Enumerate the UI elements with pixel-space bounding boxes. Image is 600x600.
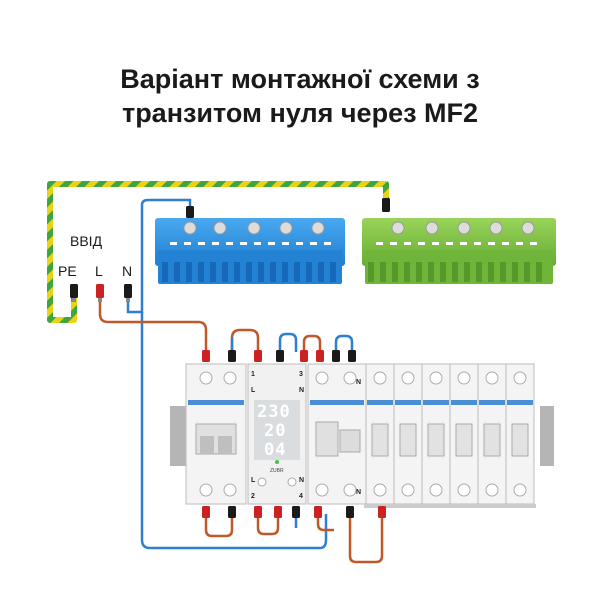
plug-top-main-n[interactable] bbox=[228, 350, 236, 362]
plug-top-relay-n[interactable] bbox=[276, 350, 284, 362]
plug-bottom-relay-4[interactable] bbox=[292, 506, 300, 518]
plug-bottom-rcd-l[interactable] bbox=[314, 506, 322, 518]
breaker-6[interactable] bbox=[505, 363, 535, 505]
top-plugs bbox=[202, 350, 356, 362]
relay-status-led bbox=[275, 460, 279, 464]
plug-bottom-rcd-n[interactable] bbox=[346, 506, 354, 518]
relay-terminal-top-n: N bbox=[299, 387, 304, 394]
group-breakers: N N bbox=[356, 363, 536, 508]
neutral-busbar-slots bbox=[170, 242, 331, 245]
jumper-blue-3 bbox=[334, 334, 354, 352]
neutral-busbar-teeth bbox=[162, 262, 336, 282]
input-plug-pe[interactable] bbox=[70, 284, 78, 302]
relay-power-value: 04 bbox=[264, 440, 286, 460]
phase-input-wire bbox=[98, 296, 208, 352]
plug-top-rcd-l[interactable] bbox=[316, 350, 324, 362]
plug-top-rcd-n2[interactable] bbox=[348, 350, 356, 362]
ground-busbar-screws bbox=[391, 221, 535, 235]
plug-top-rcd-n[interactable] bbox=[332, 350, 340, 362]
breaker-5[interactable] bbox=[477, 363, 507, 505]
breaker-4[interactable] bbox=[449, 363, 479, 505]
neutral-busbar-screws bbox=[183, 221, 325, 235]
plug-top-main-l[interactable] bbox=[202, 350, 210, 362]
title-line-1: Варіант монтажної схеми з bbox=[120, 64, 480, 94]
breakers-n-top: N bbox=[356, 379, 361, 386]
relay-terminal-top-3: 3 bbox=[299, 371, 303, 378]
title-line-2: транзитом нуля через MF2 bbox=[121, 98, 479, 128]
input-plug-l[interactable] bbox=[96, 284, 104, 302]
rail-end-right bbox=[540, 406, 554, 466]
jumper-bottom-brown-2 bbox=[256, 516, 280, 536]
jumper-brown-1 bbox=[230, 328, 260, 352]
plug-top-relay-1[interactable] bbox=[254, 350, 262, 362]
jumper-bottom-brown-3 bbox=[316, 516, 334, 532]
neutral-input-wire bbox=[126, 198, 192, 314]
rcd-device[interactable] bbox=[307, 363, 367, 505]
plug-top-relay-3[interactable] bbox=[300, 350, 308, 362]
relay-current-value: 20 bbox=[264, 421, 286, 441]
relay-terminal-top-1: 1 bbox=[251, 371, 255, 378]
breaker-2[interactable] bbox=[393, 363, 423, 505]
plug-bottom-relay-l[interactable] bbox=[274, 506, 282, 518]
relay-button-left[interactable] bbox=[257, 477, 267, 487]
breaker-1[interactable] bbox=[365, 363, 395, 505]
voltage-relay[interactable]: 230 20 04 ZUBR 1 3 L N L N 2 4 bbox=[247, 363, 307, 505]
breaker-3[interactable] bbox=[421, 363, 451, 505]
phase-out-wire bbox=[348, 514, 384, 564]
breakers-n-bottom: N bbox=[356, 489, 361, 496]
neutral-to-breaker-wire bbox=[140, 312, 328, 550]
jumper-bottom-brown-1 bbox=[204, 516, 234, 538]
relay-terminal-bottom-2: 2 bbox=[251, 493, 255, 500]
relay-terminal-bottom-4: 4 bbox=[299, 493, 303, 500]
relay-terminal-top-l: L bbox=[251, 387, 256, 394]
input-label-n: N bbox=[122, 263, 132, 279]
relay-brand: ZUBR bbox=[270, 468, 284, 474]
plug-bottom-breaker-l[interactable] bbox=[378, 506, 386, 518]
relay-terminal-bottom-l: L bbox=[251, 477, 256, 484]
main-breaker[interactable] bbox=[185, 363, 247, 505]
pe-ground-wire bbox=[47, 181, 389, 323]
neutral-busbar-plug[interactable] bbox=[186, 206, 194, 218]
ground-busbar-teeth bbox=[368, 262, 542, 282]
plug-bottom-main-n[interactable] bbox=[228, 506, 236, 518]
jumper-blue-2 bbox=[278, 332, 298, 352]
rail-end-left bbox=[170, 406, 186, 466]
bottom-plugs bbox=[202, 506, 386, 518]
plug-bottom-main-l[interactable] bbox=[202, 506, 210, 518]
input-label: ВВІД bbox=[70, 233, 103, 249]
relay-terminal-bottom-n: N bbox=[299, 477, 304, 484]
input-label-l: L bbox=[95, 263, 103, 279]
relay-button-right[interactable] bbox=[287, 477, 297, 487]
din-rail-assembly: 230 20 04 ZUBR 1 3 L N L N 2 4 bbox=[170, 363, 554, 508]
input-label-pe: PE bbox=[58, 263, 77, 279]
jumper-brown-2 bbox=[302, 334, 322, 352]
input-plug-n[interactable] bbox=[124, 284, 132, 302]
diagram-title: Варіант монтажної схеми з транзитом нуля… bbox=[0, 62, 600, 130]
ground-busbar-plug[interactable] bbox=[382, 198, 390, 212]
comb-busbar bbox=[364, 504, 536, 508]
ground-busbar bbox=[362, 198, 556, 284]
relay-voltage-value: 230 bbox=[257, 402, 291, 422]
plug-bottom-relay-2[interactable] bbox=[254, 506, 262, 518]
ground-busbar-slots bbox=[376, 242, 537, 245]
neutral-busbar bbox=[155, 206, 345, 284]
